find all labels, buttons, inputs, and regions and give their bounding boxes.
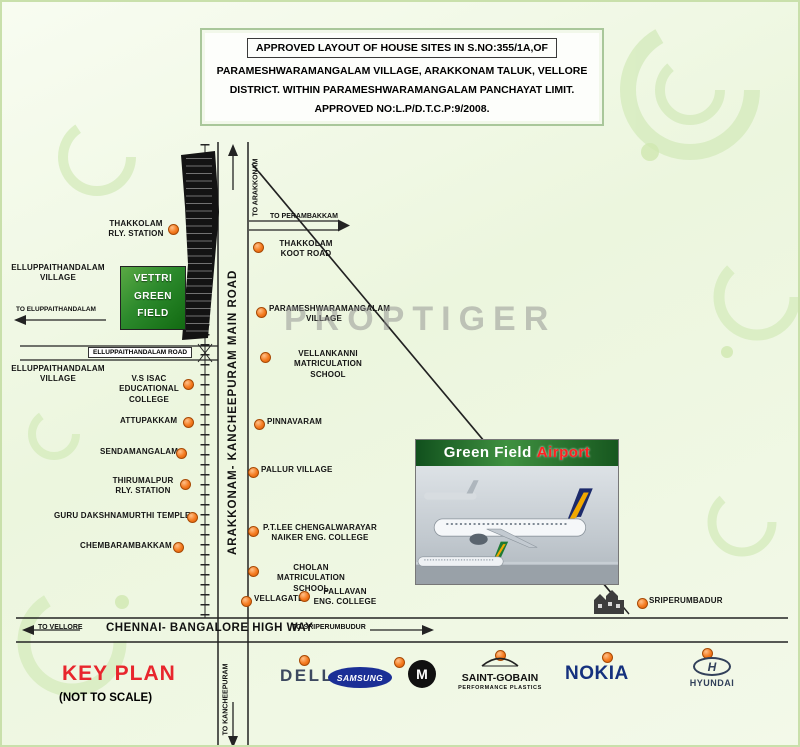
to-perambakkam-label: TO PERAMBAKKAM (270, 213, 338, 220)
landmark-thirumalpur-station: THIRUMALPUR RLY. STATION (112, 476, 174, 496)
to-sriperumbudur-label: TO SRIPERUMBUDUR (292, 624, 366, 631)
saint-gobain-sub: PERFORMANCE PLASTICS (458, 685, 542, 691)
landmark-thakkolam-koot-road: THAKKOLAM KOOT ROAD (279, 239, 333, 259)
landmark-dot (180, 479, 191, 490)
brand-dot (602, 652, 613, 663)
arrow-down-icon (228, 736, 238, 745)
hyundai-h-icon: H (693, 657, 731, 676)
saint-gobain-logo: SAINT-GOBAIN PERFORMANCE PLASTICS (448, 654, 552, 691)
level-crossing-icon (197, 343, 213, 363)
nokia-logo: NOKIA (565, 663, 629, 684)
landmark-chembarambakkam: CHEMBARAMBAKKAM (80, 541, 172, 550)
approval-line-3: DISTRICT. WITHIN PARAMESHWARAMANGALAM PA… (229, 84, 575, 96)
landmark-dot (183, 417, 194, 428)
vettri-green-field-site: VETTRI GREEN FIELD (120, 266, 186, 330)
main-road-label: ARAKKONAM- KANCHEEPURAM MAIN ROAD (227, 269, 239, 555)
landmark-dot (241, 596, 252, 607)
building-icon (594, 590, 624, 614)
landmark-dot (260, 352, 271, 363)
saint-gobain-name: SAINT-GOBAIN (461, 672, 539, 684)
landmark-dot (253, 242, 264, 253)
landmark-dot (248, 526, 259, 537)
landmark-vs-isac-college: V.S ISAC EDUCATIONAL COLLEGE (119, 374, 179, 404)
landmark-dot (637, 598, 648, 609)
landmark-elluppaithandalam-2: ELLUPPAITHANDALAM VILLAGE (11, 364, 105, 384)
landmark-guru-temple: GURU DAKSHNAMURTHI TEMPLE (54, 511, 191, 520)
brand-dot (495, 650, 506, 661)
landmark-pinnavaram: PINNAVARAM (267, 417, 323, 426)
airport-title-main: Green Field (443, 444, 532, 461)
airplanes-illustration (416, 480, 618, 584)
arrow-left-icon (22, 625, 34, 635)
landmark-dot (173, 542, 184, 553)
landmark-dot (248, 467, 259, 478)
perambakkam-road-lines (249, 220, 338, 231)
distant-airplane (424, 480, 479, 500)
bridge-icon (481, 657, 519, 667)
brand-dot (299, 655, 310, 666)
landmark-dot (183, 379, 194, 390)
approval-title-box: APPROVED LAYOUT OF HOUSE SITES IN S.NO:3… (200, 28, 604, 126)
to-arakkonam-label: TO ARAKKONAM (252, 158, 260, 217)
landmark-pallur-village: PALLUR VILLAGE (261, 465, 333, 474)
landmark-dot (254, 419, 265, 430)
landmark-thakkolam-station: THAKKOLAM RLY. STATION (108, 219, 164, 239)
arrow-right-icon (422, 625, 434, 635)
dell-logo: DELL (280, 666, 335, 685)
landmark-pallavan-college: PALLAVAN ENG. COLLEGE (313, 587, 377, 607)
landmark-elluppaithandalam-1: ELLUPPAITHANDALAM VILLAGE (11, 263, 105, 283)
samsung-logo: SAMSUNG (328, 667, 392, 688)
green-tail-airplane (417, 541, 509, 567)
landmark-vellankanni-school: VELLANKANNI MATRICULATION SCHOOL (293, 349, 363, 379)
to-vellore-label: TO VELLORE (38, 624, 83, 631)
hyundai-logo: H HYUNDAI (676, 657, 748, 688)
landmark-dot (176, 448, 187, 459)
arrow-up-icon (228, 144, 238, 156)
landmark-dot (256, 307, 267, 318)
approval-line-2: PARAMESHWARAMANGALAM VILLAGE, ARAKKONAM … (216, 65, 588, 77)
to-eluppaithandalam-label: TO ELUPPAITHANDALAM (16, 306, 96, 313)
motorola-logo: M (408, 660, 436, 688)
landmark-vellagate: VELLAGATE (254, 594, 304, 603)
landmark-dot (187, 512, 198, 523)
arrow-right-icon (338, 219, 350, 232)
approval-line-1: APPROVED LAYOUT OF HOUSE SITES IN S.NO:3… (247, 38, 557, 58)
approval-line-4: APPROVED NO:L.P/D.T.C.P:9/2008. (314, 103, 490, 115)
landmark-attupakkam: ATTUPAKKAM (120, 416, 178, 425)
landmark-parameshwaramangalam: PARAMESHWARAMANGALAM VILLAGE (269, 304, 391, 324)
key-plan-title: KEY PLAN (62, 662, 176, 685)
layout-plan-blob (181, 151, 219, 340)
landmark-sriperumbadur: SRIPERUMBADUR (649, 596, 723, 605)
landmark-dot (248, 566, 259, 577)
highway-label: CHENNAI- BANGALORE HIGH WAY (106, 622, 314, 634)
airport-photo (416, 466, 618, 584)
key-plan-subtitle: (NOT TO SCALE) (59, 692, 153, 704)
eluppaithandalam-road-label: ELLUPPAITHANDALAM ROAD (88, 347, 193, 358)
landmark-ptlee-college: P.T.LEE CHENGALWARAYAR NAIKER ENG. COLLE… (263, 523, 377, 543)
landmark-sendamangalam: SENDAMANGALAM (100, 447, 179, 456)
landmark-dot (168, 224, 179, 235)
arrow-left-icon (14, 315, 26, 325)
to-kancheepuram-label: TO KANCHEEPURAM (222, 663, 230, 736)
brand-dot (394, 657, 405, 668)
landmark-dot (299, 591, 310, 602)
airport-title-accent: Airport (536, 444, 591, 461)
hyundai-name: HYUNDAI (689, 678, 735, 688)
